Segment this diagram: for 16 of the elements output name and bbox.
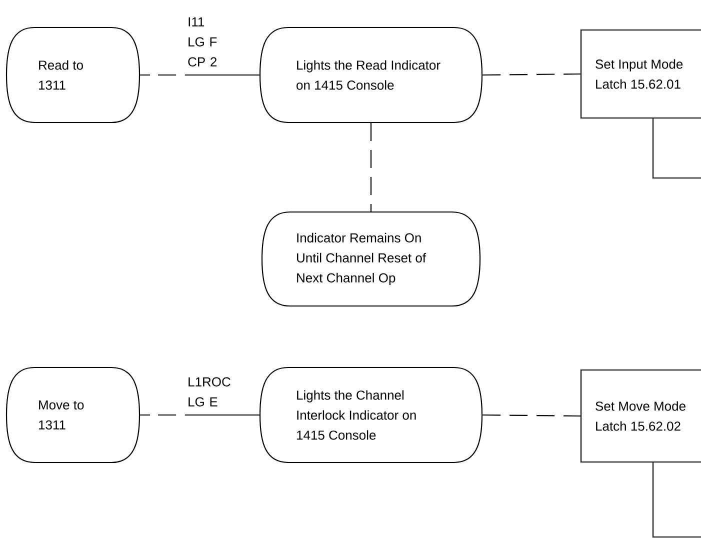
terminal-box: Lights the Read Indicator on 1415 Console (259, 26, 483, 124)
dashed-connector (140, 414, 260, 416)
process-box: Set Move Mode Latch 15.62.02 (580, 369, 701, 463)
edge-label: L1ROC LG E (186, 376, 241, 408)
process-box: Set Input Mode Latch 15.62.01 (580, 29, 701, 119)
terminal-box: Read to 1311 (6, 26, 140, 124)
dashed-connector (482, 414, 580, 417)
terminal-box: Move to 1311 (6, 366, 140, 464)
terminal-box: Lights the Channel Interlock Indicator on 1415 Console (259, 366, 483, 464)
connector-line (652, 118, 701, 179)
dashed-connector (370, 123, 372, 212)
terminal-box: Indicator Remains On Until Channel Reset of Next Channel Op (261, 211, 481, 307)
connector-line (652, 462, 701, 538)
dashed-connector (140, 74, 260, 76)
dashed-connector (482, 73, 580, 76)
edge-label: I11 LG F CP 2 (186, 16, 225, 68)
